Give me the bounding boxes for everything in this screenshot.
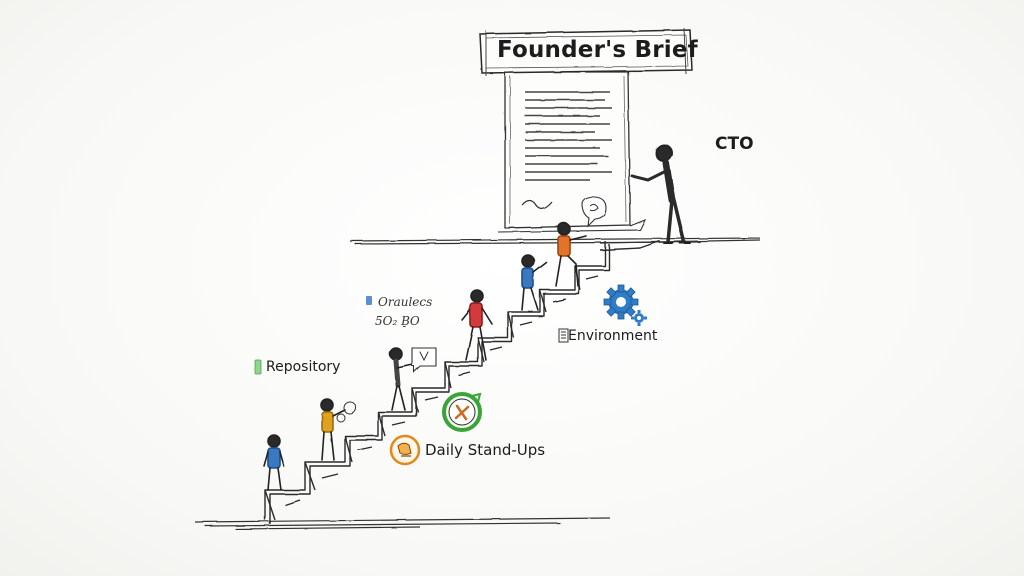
- small-gear-icon: [631, 310, 647, 326]
- repository-label: Repository: [266, 359, 341, 375]
- repository-icon: [254, 359, 262, 375]
- scribble-label-line1: Oraulecs: [378, 295, 433, 309]
- scribble-label-line2: 5O₂ B̠O: [375, 314, 420, 328]
- notes-icon: [366, 296, 372, 305]
- upper-platform: [349, 237, 761, 245]
- standup-icon: [389, 434, 421, 466]
- climbing-figure-1: [263, 434, 285, 491]
- climbing-figure-6: [555, 222, 587, 287]
- speech-bubble-icon: [581, 196, 607, 228]
- staircase: [264, 240, 661, 524]
- signature-scribble: [521, 199, 553, 210]
- cto-label: CTO: [715, 134, 754, 154]
- climbing-figure-4: [461, 289, 493, 361]
- standups-label: Daily Stand-Ups: [425, 441, 546, 459]
- gear-icon: [603, 284, 639, 320]
- document-title: Founder's Brief: [497, 37, 698, 63]
- founders-brief-document: [479, 27, 693, 233]
- environment-label: Environment: [568, 328, 658, 344]
- climbing-figure-2: [320, 398, 357, 461]
- climbing-figure-3: [389, 347, 437, 411]
- ground-line: [194, 517, 611, 530]
- cto-figure: [630, 144, 691, 244]
- document-text-lines: [525, 91, 612, 181]
- environment-icon: [558, 328, 569, 343]
- climbing-figure-5: [521, 254, 547, 311]
- clock-icon: [442, 392, 482, 432]
